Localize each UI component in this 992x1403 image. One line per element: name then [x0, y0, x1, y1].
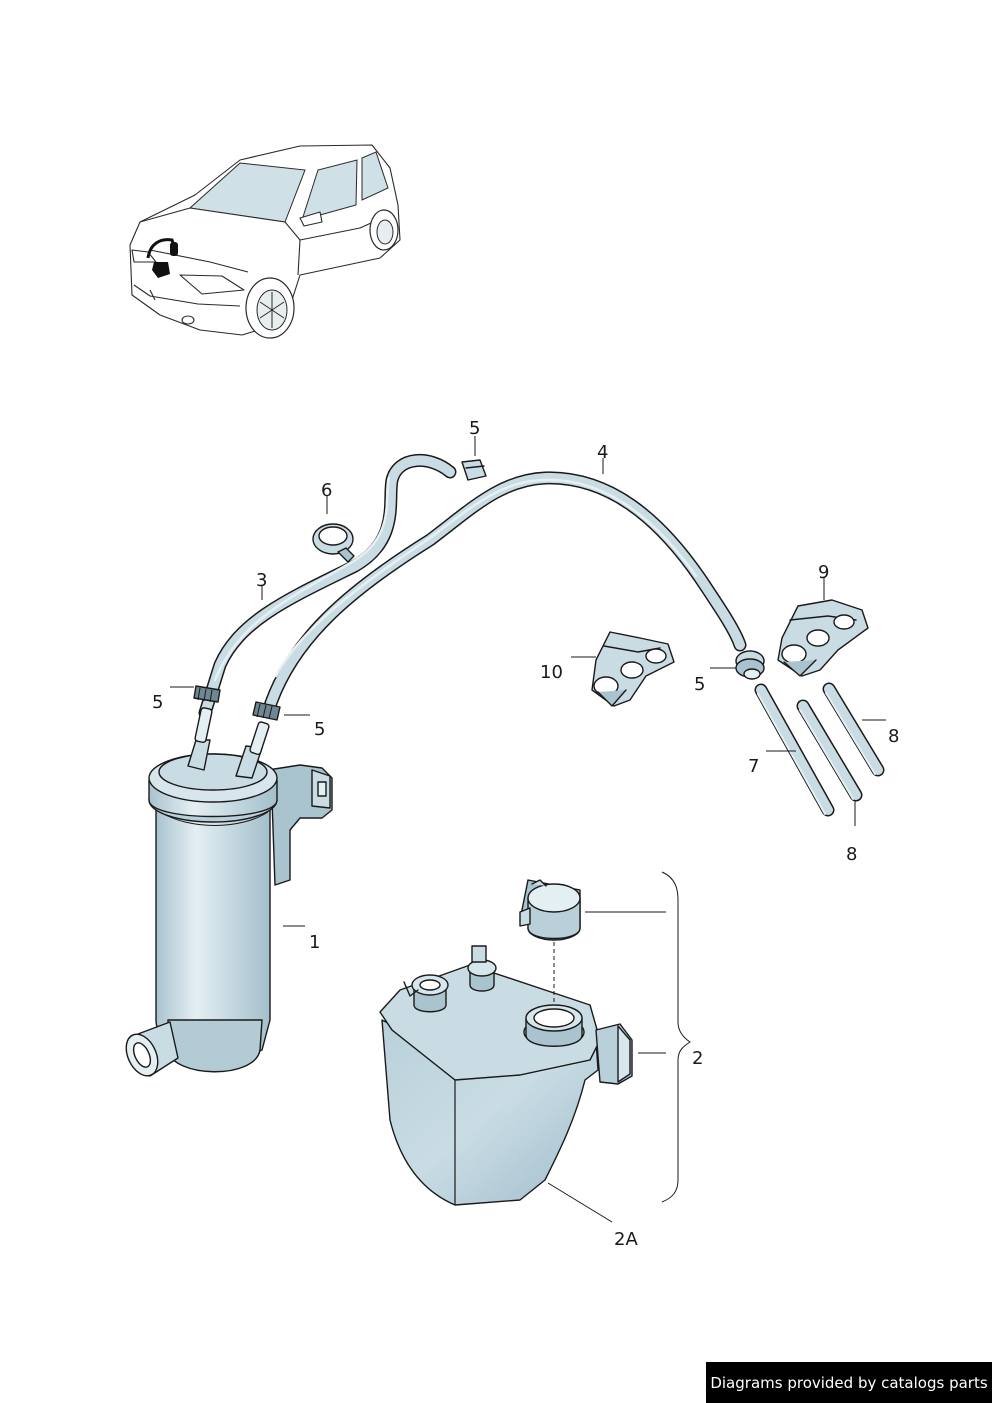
clip-10 — [591, 631, 675, 707]
hose-clamp-5-mid — [735, 650, 765, 680]
hose-3 — [198, 454, 457, 720]
label-8-bottom: 8 — [846, 844, 857, 865]
clip-9 — [777, 599, 869, 677]
hose-clamp-5-top — [461, 459, 487, 481]
label-9: 9 — [818, 562, 829, 583]
tank-cap — [519, 879, 581, 1004]
hose-clamp-6 — [312, 523, 355, 563]
label-7: 7 — [748, 756, 759, 777]
washer-tank-2 — [379, 945, 633, 1206]
hose-4 — [261, 471, 747, 719]
label-6: 6 — [321, 480, 332, 501]
label-4: 4 — [597, 442, 608, 463]
bracket-2 — [661, 871, 691, 1203]
label-10: 10 — [540, 662, 563, 683]
label-5-left: 5 — [152, 692, 163, 713]
washer-pump-1 — [125, 707, 333, 1077]
label-5-right: 5 — [314, 719, 325, 740]
label-5-mid: 5 — [694, 674, 705, 695]
label-3: 3 — [256, 570, 267, 591]
tube-8-middle — [796, 699, 863, 802]
label-2: 2 — [692, 1048, 703, 1069]
label-1: 1 — [309, 932, 320, 953]
leader-lines — [170, 436, 886, 1223]
label-5-top: 5 — [469, 418, 480, 439]
footer-credit: Diagrams provided by catalogs parts — [706, 1362, 992, 1403]
vehicle-overview — [129, 144, 401, 339]
tube-8-right — [822, 682, 885, 777]
tube-7 — [754, 683, 835, 817]
hose-clamp-5-left — [193, 685, 221, 703]
label-8-right: 8 — [888, 726, 899, 747]
hose-clamp-5-right — [252, 701, 281, 721]
label-2a: 2A — [614, 1229, 638, 1250]
